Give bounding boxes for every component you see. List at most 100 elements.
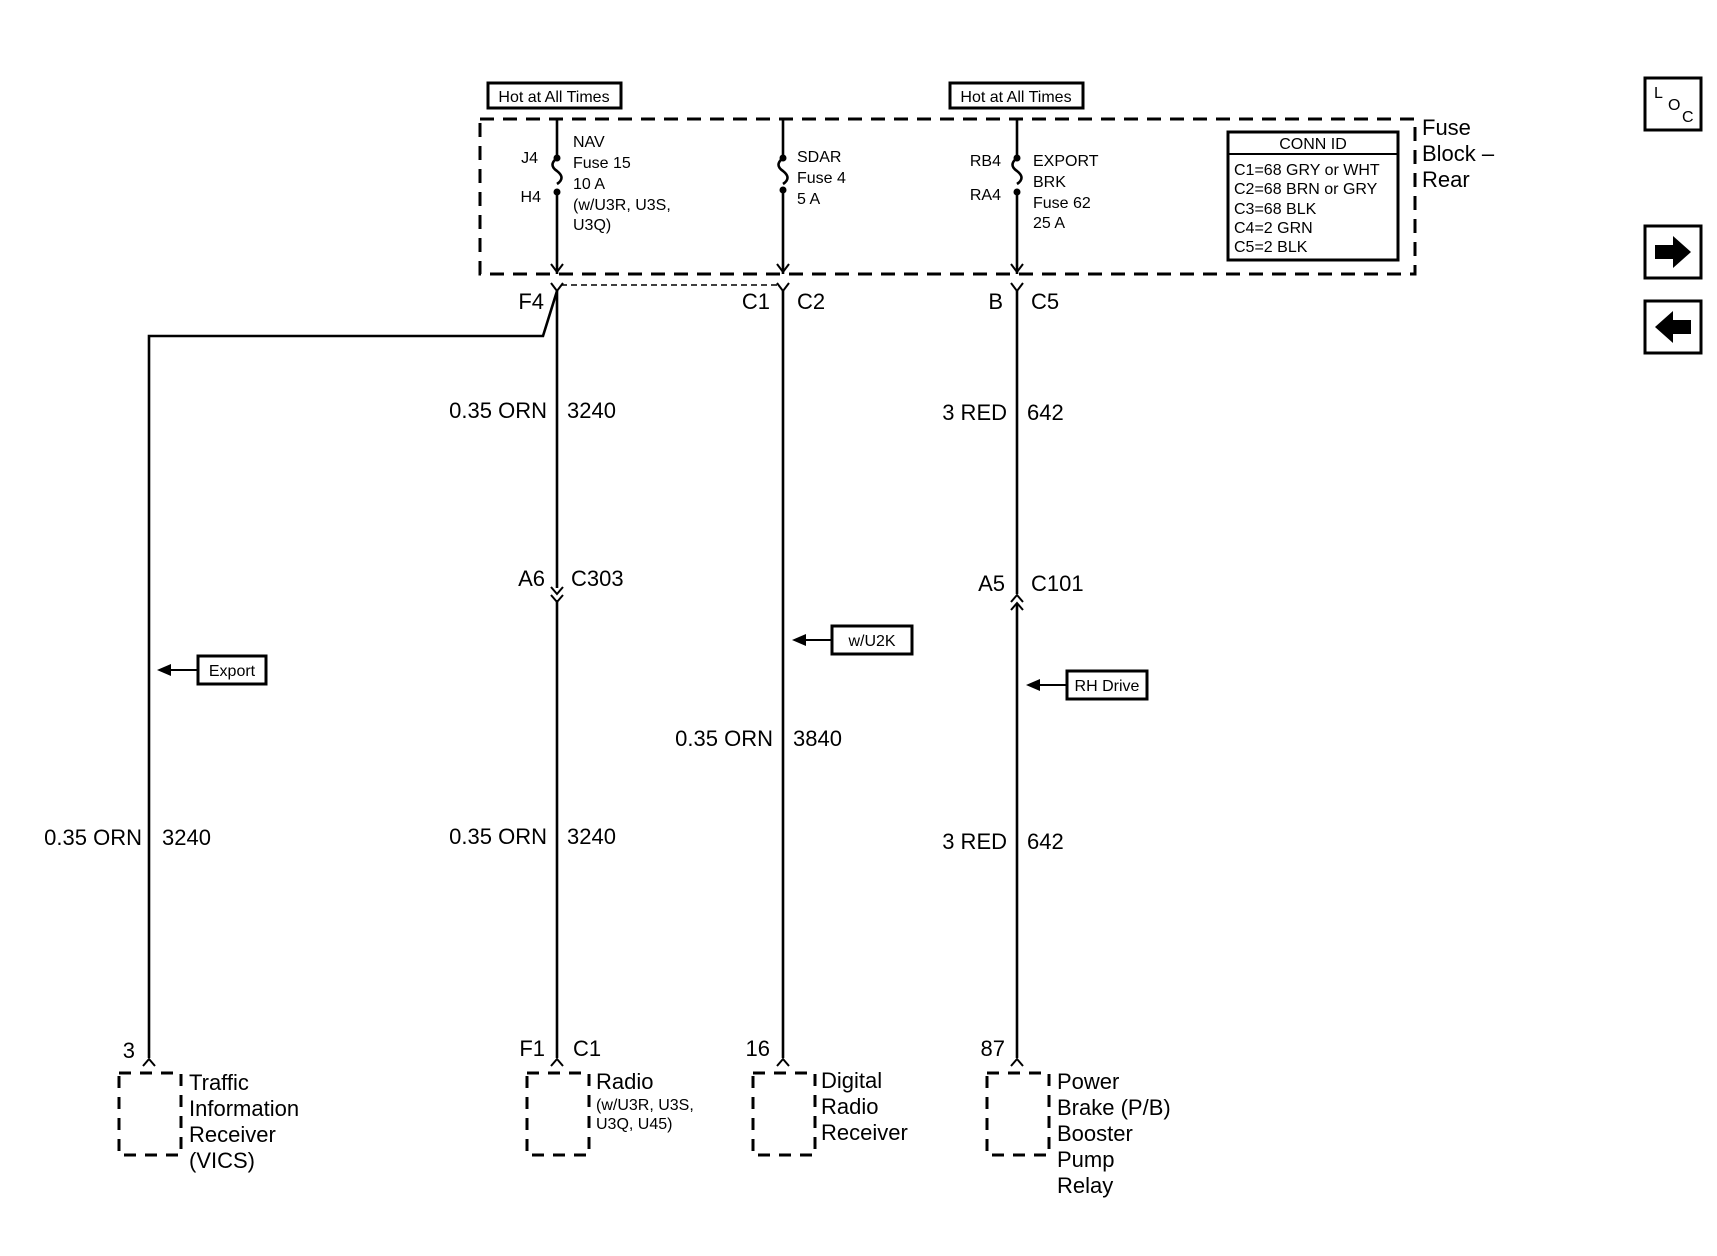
wire-label-4: 0.35 ORN 3840: [675, 726, 842, 751]
svg-text:Relay: Relay: [1057, 1173, 1113, 1198]
svg-text:3840: 3840: [793, 726, 842, 751]
option-w-u2k: w/U2K: [792, 624, 914, 656]
fuse-sdar: SDAR Fuse 4 5 A: [776, 119, 846, 274]
svg-text:A5: A5: [978, 571, 1005, 596]
svg-text:5 A: 5 A: [797, 191, 820, 208]
svg-text:642: 642: [1027, 829, 1064, 854]
svg-text:L: L: [1654, 85, 1663, 102]
svg-text:3240: 3240: [567, 824, 616, 849]
wire-label-2: 0.35 ORN 3240: [44, 825, 211, 850]
svg-text:BRK: BRK: [1033, 174, 1066, 191]
svg-text:SDAR: SDAR: [797, 149, 841, 166]
svg-text:C1=68 GRY or WHT: C1=68 GRY or WHT: [1234, 162, 1380, 179]
svg-text:Hot at All Times: Hot at All Times: [498, 89, 609, 106]
svg-text:Hot at All Times: Hot at All Times: [960, 89, 1071, 106]
wire-label-1: 0.35 ORN 3240: [449, 398, 616, 423]
svg-text:3 RED: 3 RED: [942, 400, 1007, 425]
svg-text:Export: Export: [209, 663, 256, 680]
loc-icon[interactable]: L O C: [1643, 76, 1703, 132]
svg-text:EXPORT: EXPORT: [1033, 153, 1099, 170]
component-power-brake-booster-pump-relay: 87 Power Brake (P/B) Booster Pump Relay: [981, 1036, 1171, 1198]
fuse-export-brk: RB4 RA4 EXPORT BRK Fuse 62 25 A: [970, 119, 1099, 274]
svg-text:CONN ID: CONN ID: [1279, 136, 1347, 153]
svg-text:NAV: NAV: [573, 134, 605, 151]
option-rh-drive: RH Drive: [1026, 669, 1149, 701]
svg-text:3240: 3240: [567, 398, 616, 423]
svg-text:16: 16: [746, 1036, 770, 1061]
svg-text:Fuse: Fuse: [1422, 115, 1471, 140]
connector-c1-c2: C1 C2: [742, 282, 825, 314]
connector-b-c5: B C5: [988, 282, 1059, 314]
svg-text:C1: C1: [742, 289, 770, 314]
svg-text:J4: J4: [521, 150, 538, 167]
back-arrow-icon[interactable]: [1643, 299, 1703, 355]
svg-text:U3Q): U3Q): [573, 217, 611, 234]
svg-text:0.35 ORN: 0.35 ORN: [44, 825, 142, 850]
svg-text:Receiver: Receiver: [821, 1120, 908, 1145]
svg-text:C303: C303: [571, 566, 624, 591]
svg-text:Digital: Digital: [821, 1068, 882, 1093]
svg-text:C: C: [1682, 109, 1694, 126]
svg-text:RB4: RB4: [970, 153, 1001, 170]
wire-3240-branch: [147, 290, 559, 1058]
svg-text:Fuse 4: Fuse 4: [797, 170, 846, 187]
svg-text:C2: C2: [797, 289, 825, 314]
svg-text:10 A: 10 A: [573, 176, 605, 193]
svg-text:Fuse 62: Fuse 62: [1033, 195, 1091, 212]
svg-text:C1: C1: [573, 1036, 601, 1061]
svg-text:Fuse 15: Fuse 15: [573, 155, 631, 172]
component-radio: F1 C1 Radio (w/U3R, U3S, U3Q, U45): [519, 1036, 694, 1157]
svg-text:642: 642: [1027, 400, 1064, 425]
wire-label-5: 3 RED 642: [942, 400, 1064, 425]
connector-f4: F4: [518, 282, 564, 314]
svg-text:C4=2 GRN: C4=2 GRN: [1234, 220, 1313, 237]
svg-text:Pump: Pump: [1057, 1147, 1114, 1172]
svg-text:O: O: [1668, 97, 1680, 114]
next-arrow-icon[interactable]: [1643, 224, 1703, 280]
svg-text:F1: F1: [519, 1036, 545, 1061]
svg-text:Block –: Block –: [1422, 141, 1495, 166]
wire-label-6: 3 RED 642: [942, 829, 1064, 854]
svg-text:w/U2K: w/U2K: [847, 633, 895, 650]
connector-a5-c101: A5 C101: [978, 571, 1084, 611]
component-digital-radio-receiver: 16 Digital Radio Receiver: [746, 1036, 908, 1157]
svg-text:C5: C5: [1031, 289, 1059, 314]
svg-text:(VICS): (VICS): [189, 1148, 255, 1173]
svg-text:H4: H4: [521, 189, 542, 206]
conn-id-table: CONN ID C1=68 GRY or WHT C2=68 BRN or GR…: [1226, 130, 1400, 262]
component-traffic-info-receiver: 3 Traffic Information Receiver (VICS): [117, 1038, 299, 1173]
svg-text:C2=68 BRN or GRY: C2=68 BRN or GRY: [1234, 181, 1378, 198]
svg-text:0.35 ORN: 0.35 ORN: [449, 398, 547, 423]
fuse-nav: J4 H4 NAV Fuse 15 10 A (w/U3R, U3S, U3Q): [521, 119, 671, 274]
svg-text:87: 87: [981, 1036, 1005, 1061]
svg-text:C5=2 BLK: C5=2 BLK: [1234, 239, 1308, 256]
hot-label-1: Hot at All Times: [486, 81, 623, 110]
svg-text:Radio: Radio: [821, 1094, 878, 1119]
svg-text:B: B: [988, 289, 1003, 314]
svg-text:Rear: Rear: [1422, 167, 1470, 192]
svg-text:Power: Power: [1057, 1069, 1119, 1094]
svg-text:Booster: Booster: [1057, 1121, 1133, 1146]
svg-text:F4: F4: [518, 289, 544, 314]
svg-text:A6: A6: [518, 566, 545, 591]
wire-label-3: 0.35 ORN 3240: [449, 824, 616, 849]
svg-text:Radio: Radio: [596, 1069, 653, 1094]
svg-text:Brake (P/B): Brake (P/B): [1057, 1095, 1171, 1120]
svg-text:3240: 3240: [162, 825, 211, 850]
svg-text:3: 3: [123, 1038, 135, 1063]
fuse-block-outline: [478, 117, 1417, 276]
svg-text:(w/U3R, U3S,: (w/U3R, U3S,: [596, 1097, 694, 1114]
svg-text:(w/U3R, U3S,: (w/U3R, U3S,: [573, 197, 671, 214]
svg-text:Traffic: Traffic: [189, 1070, 249, 1095]
svg-text:RH Drive: RH Drive: [1075, 678, 1140, 695]
svg-text:RA4: RA4: [970, 187, 1001, 204]
fuse-block-title: Fuse Block – Rear: [1422, 115, 1495, 192]
svg-text:Information: Information: [189, 1096, 299, 1121]
svg-text:0.35 ORN: 0.35 ORN: [449, 824, 547, 849]
svg-text:C101: C101: [1031, 571, 1084, 596]
option-export: Export: [157, 654, 268, 686]
svg-text:U3Q, U45): U3Q, U45): [596, 1116, 672, 1133]
svg-text:25 A: 25 A: [1033, 215, 1065, 232]
svg-text:Receiver: Receiver: [189, 1122, 276, 1147]
